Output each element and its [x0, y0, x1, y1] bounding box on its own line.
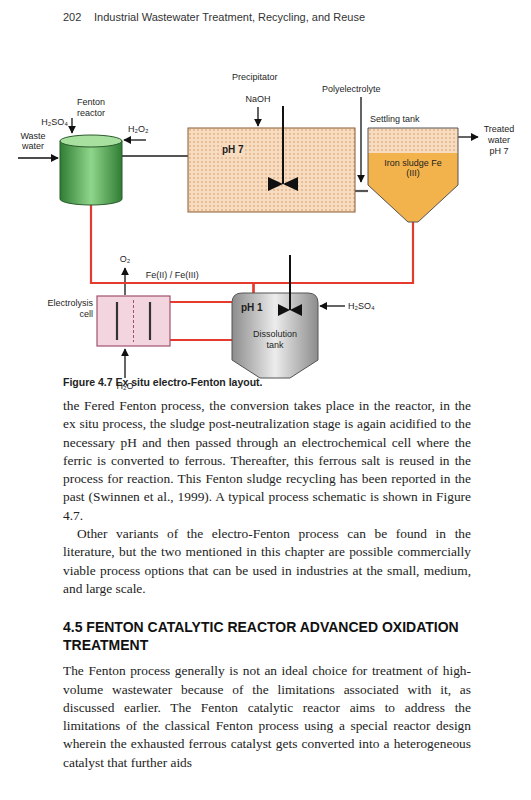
fenton-reactor-outline: [60, 135, 122, 205]
node-text: Dissolution tank: [247, 329, 303, 351]
feed-label: Waste water: [14, 131, 52, 151]
node-label: Electrolysis cell: [37, 298, 93, 320]
pipe-connector: [355, 190, 368, 192]
node-label: pH 1: [241, 302, 263, 313]
figure-caption: Figure 4.7 Ex situ electro-Fenton layout…: [63, 377, 263, 388]
section-heading: 4.5 FENTON CATALYTIC REACTOR ADVANCED OX…: [63, 618, 471, 654]
edge-label: Fe(II) / Fe(III): [144, 270, 201, 281]
node-label: Precipitator: [232, 72, 278, 83]
running-header: Industrial Wastewater Treatment, Recycli…: [94, 12, 365, 23]
paragraph: The Fenton process generally is not an i…: [63, 662, 471, 772]
electrolysis-cell-outline: [97, 296, 170, 346]
electrolysis-cell: Electrolysis cell: [97, 296, 170, 346]
pipe-connector: [170, 339, 232, 341]
page-number: 202: [63, 12, 81, 23]
pipe-connector: [170, 301, 232, 303]
dissolution-tank: pH 1 Dissolution tank: [232, 293, 318, 378]
paragraph: Other variants of the electro-Fenton pro…: [63, 525, 471, 598]
paragraph: the Fered Fenton process, the conversion…: [63, 397, 471, 525]
fenton-reactor: Fenton reactor: [60, 135, 122, 205]
settling-tank: Settling tankIron sludge Fe (III): [368, 128, 458, 222]
node-text: Iron sludge Fe (III): [383, 158, 443, 178]
feed-label: NaOH: [240, 94, 276, 105]
node-text: pH 7: [222, 144, 244, 155]
gas-label: O₂: [115, 254, 135, 265]
node-label: Settling tank: [370, 114, 420, 125]
precipitator-tank-outline: [188, 128, 355, 212]
feed-arrows: [18, 97, 478, 378]
feed-label: H₂SO₄: [348, 301, 375, 312]
pipe-connector: [91, 205, 254, 293]
feed-label: Polyelectrolyte: [322, 84, 381, 95]
precipitator-tank: PrecipitatorpH 7: [188, 128, 355, 212]
feed-label: H₂O₂: [128, 124, 149, 135]
outlet-label: Treated water pH 7: [482, 124, 516, 157]
pipe-connector: [122, 155, 188, 157]
node-label: Fenton reactor: [71, 97, 111, 119]
pipe-connector: [254, 222, 414, 293]
body-text: the Fered Fenton process, the conversion…: [63, 397, 471, 772]
feed-label: H₂SO₄: [20, 117, 68, 128]
